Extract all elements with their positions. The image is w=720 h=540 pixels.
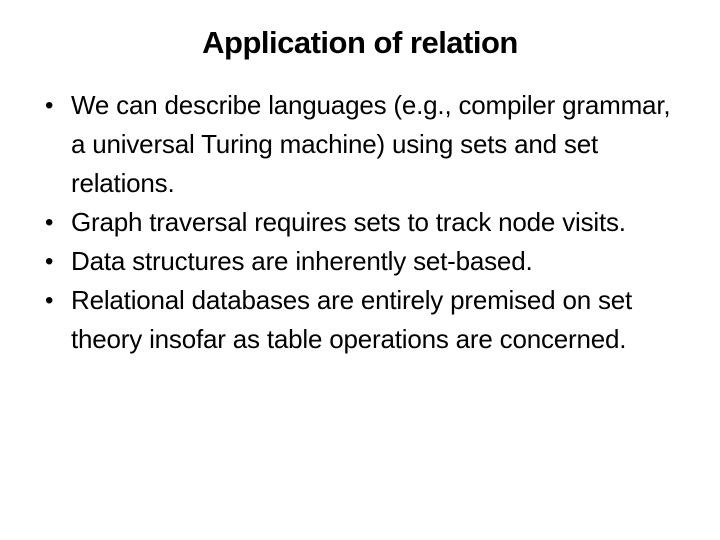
bullet-icon: • [45,248,54,275]
page-title: Application of relation [202,25,518,60]
bullet-icon: • [45,92,54,119]
bullet-text: Data structures are inherently set-based… [71,246,533,276]
bullet-text: Graph traversal requires sets to track n… [71,207,626,237]
list-item: • Relational databases are entirely prem… [45,281,673,359]
list-item: • Data structures are inherently set-bas… [45,242,673,281]
bullet-text: Relational databases are entirely premis… [71,285,633,354]
list-item: • We can describe languages (e.g., compi… [45,86,673,203]
bullet-icon: • [45,287,54,314]
bullet-list: • We can describe languages (e.g., compi… [45,86,673,359]
bullet-icon: • [45,209,54,236]
bullet-text: We can describe languages (e.g., compile… [71,90,671,198]
list-item: • Graph traversal requires sets to track… [45,203,673,242]
